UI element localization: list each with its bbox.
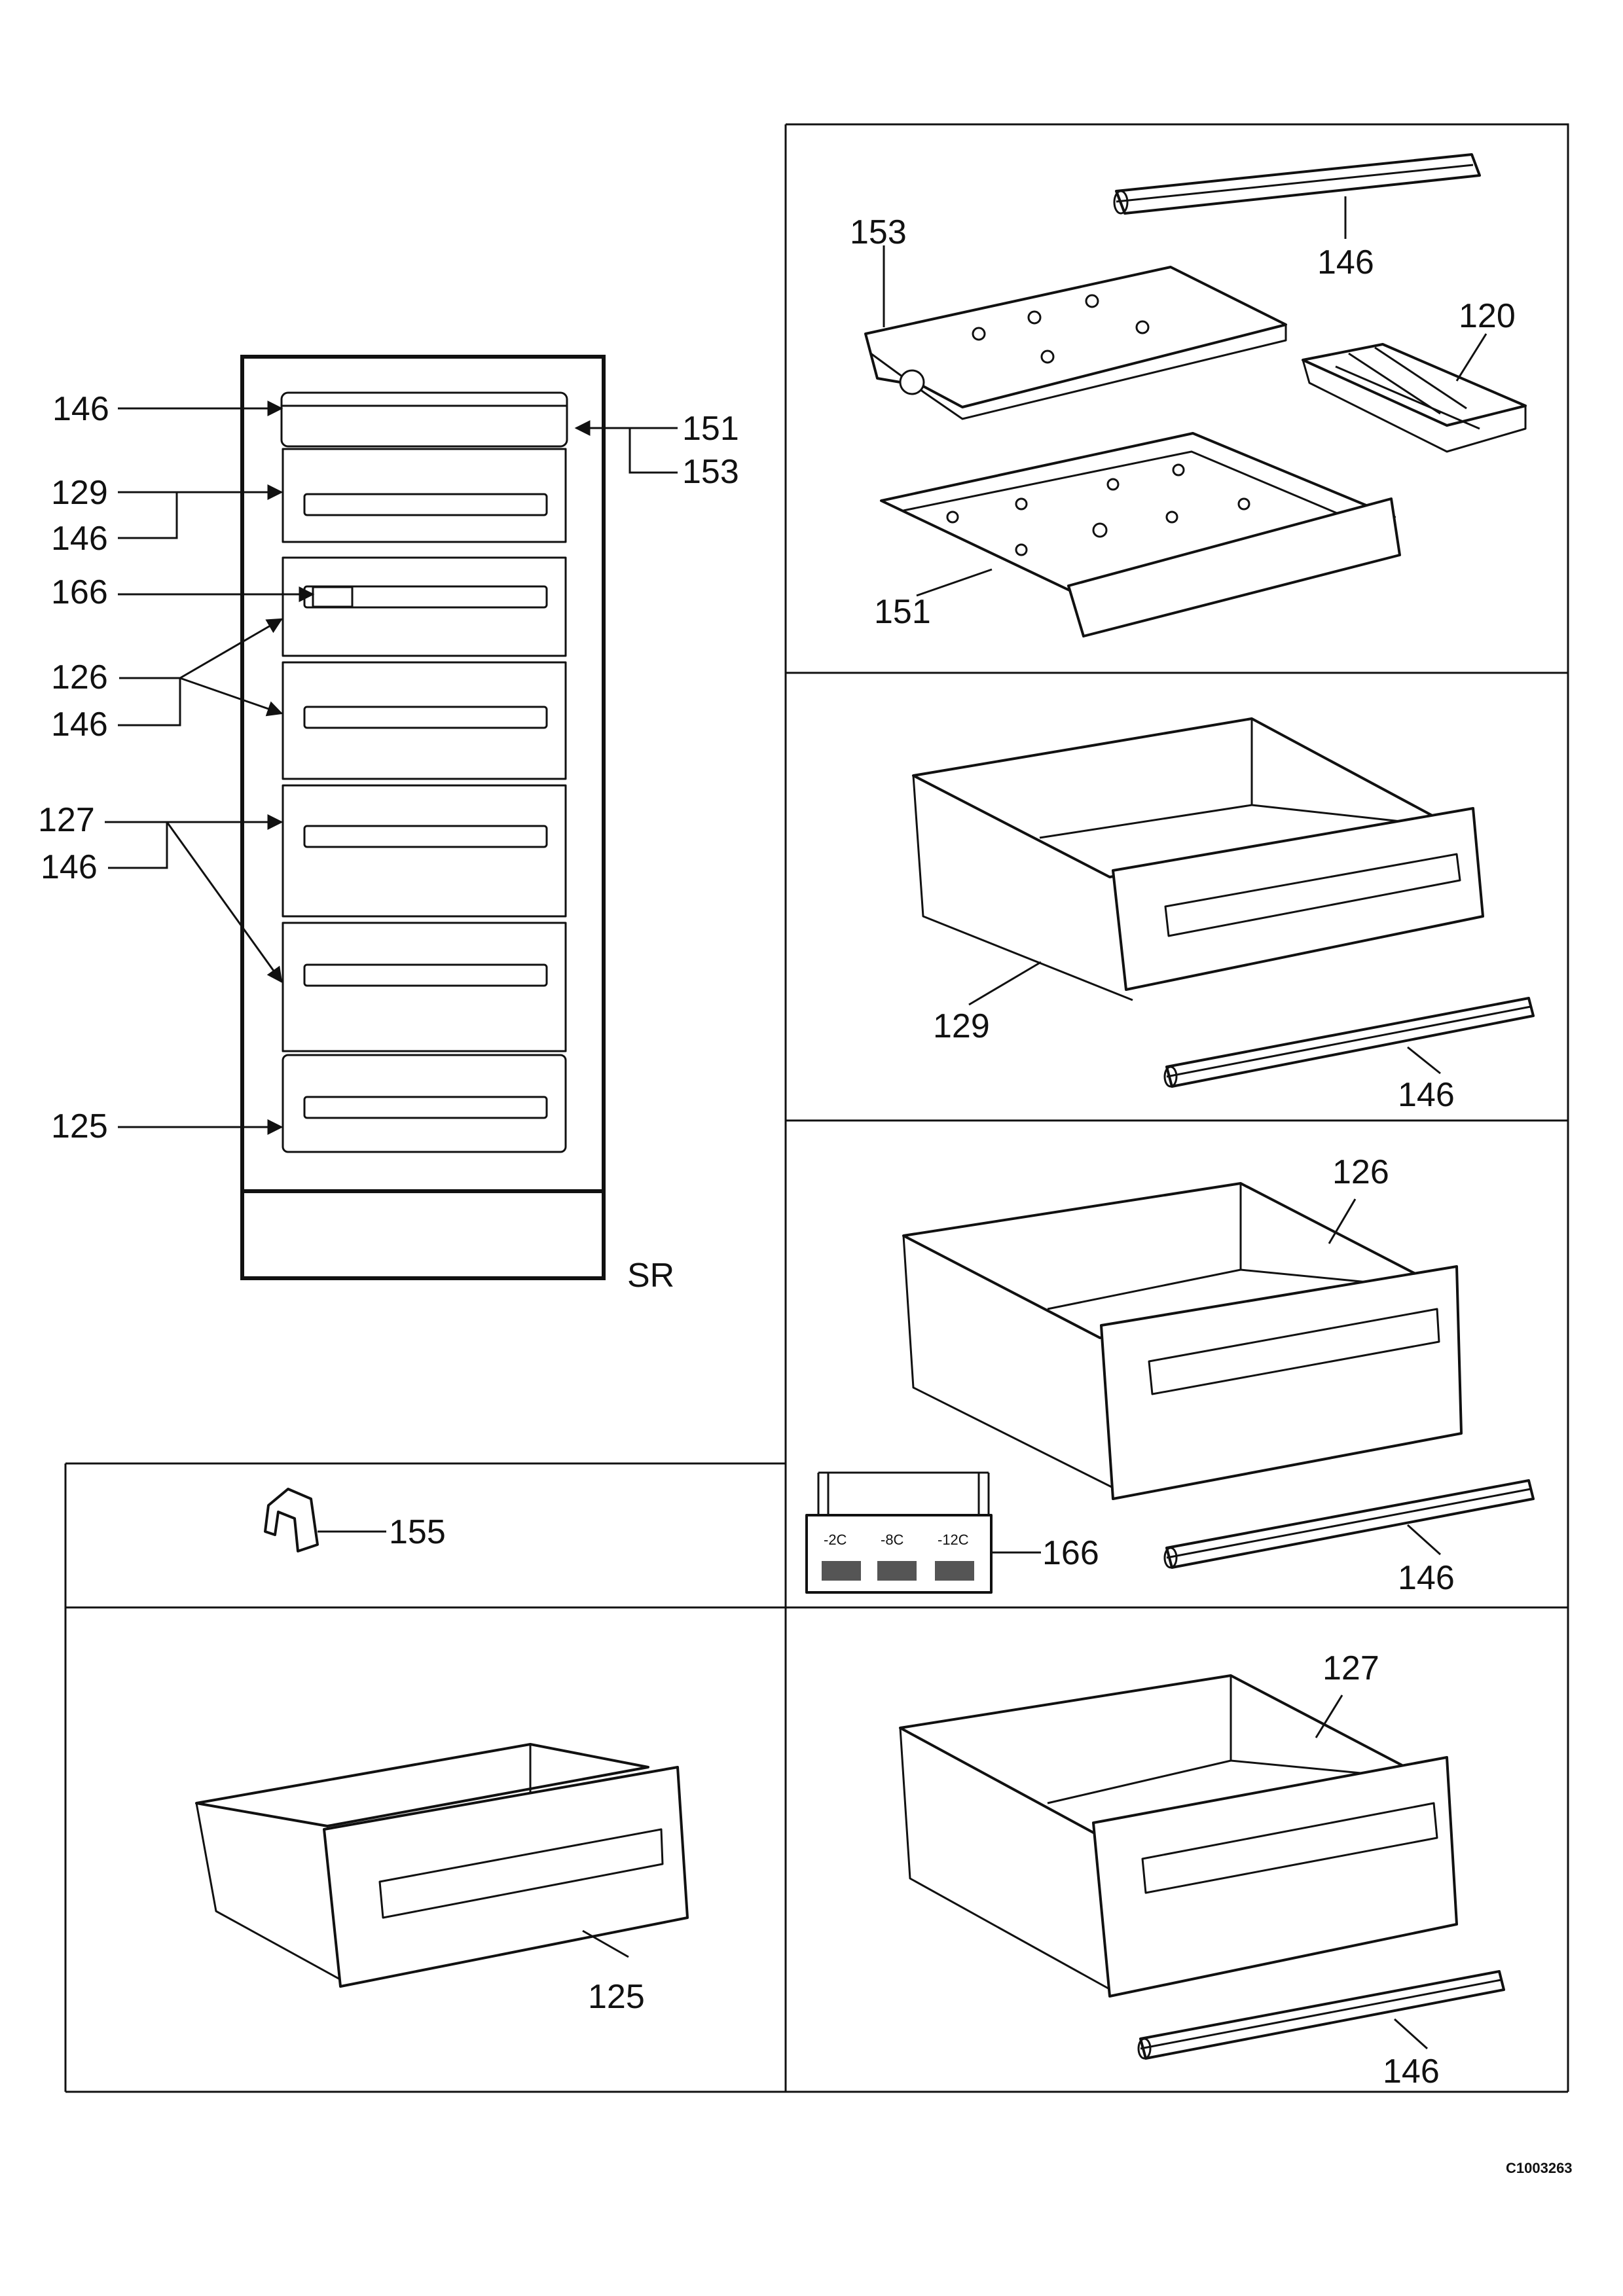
part-label-146: 146: [1383, 2053, 1440, 2090]
part-label-126: 126: [1332, 1153, 1389, 1191]
part-clip-155: 155: [264, 1488, 446, 1552]
callout-129: 129: [51, 474, 108, 512]
part-tray-151: 151: [874, 432, 1401, 637]
callout-146: 146: [51, 520, 108, 558]
part-label-127: 127: [1322, 1649, 1379, 1687]
overview-drawer: [282, 1054, 567, 1153]
callout-153: 153: [682, 453, 739, 491]
freezer-cabinet: [240, 355, 606, 1280]
callout-146: 146: [52, 390, 109, 428]
drawing-code: C1003263: [1506, 2160, 1573, 2176]
callout-127: 127: [38, 801, 95, 839]
part-rail-146-top: 146: [1113, 153, 1481, 281]
part-ice-tray-120: 120: [1302, 297, 1527, 453]
part-label-153: 153: [850, 213, 907, 251]
part-rail-146-129: 146: [1163, 997, 1535, 1114]
overview-drawer: [282, 448, 567, 543]
part-label-120: 120: [1459, 297, 1516, 335]
part-label-151: 151: [874, 593, 931, 631]
part-rail-146-127: 146: [1137, 1970, 1505, 2090]
overview-drawer: [282, 556, 567, 657]
callout-151: 151: [682, 410, 739, 448]
overview-callouts: 146 129 146 166 126 146 127 146 125 151 …: [38, 390, 739, 1295]
part-label-166: 166: [1042, 1534, 1099, 1572]
part-rail-146-126: 146: [1163, 1479, 1535, 1597]
part-label-146: 146: [1398, 1559, 1455, 1597]
part-label-155: 155: [389, 1513, 446, 1551]
part-label-146: 146: [1317, 243, 1374, 281]
part-drawer-126: 126: [902, 1153, 1463, 1500]
cabinet-label: SR: [627, 1257, 674, 1295]
part-label-125: 125: [588, 1978, 645, 2016]
panel-frames: [64, 123, 1569, 2093]
callout-126: 126: [51, 658, 108, 696]
part-label-129: 129: [933, 1007, 990, 1045]
part-indicator-166: -2C -8C -12C 166: [805, 1471, 1099, 1594]
overview-drawer: [282, 661, 567, 780]
callout-146: 146: [51, 706, 108, 744]
part-drawer-127: 127: [899, 1649, 1458, 1998]
overview-drawer: [282, 784, 567, 918]
indicator-temp-3: -12C: [938, 1532, 969, 1548]
part-drawer-129: 129: [912, 717, 1484, 1045]
part-label-146: 146: [1398, 1076, 1455, 1114]
indicator-temp-1: -2C: [824, 1532, 847, 1548]
part-tray-153: 153: [850, 213, 1287, 420]
callout-125: 125: [51, 1107, 108, 1145]
indicator-temp-2: -8C: [881, 1532, 904, 1548]
callout-146: 146: [41, 848, 98, 886]
callout-166: 166: [51, 573, 108, 611]
part-drawer-125: 125: [195, 1743, 689, 2016]
overview-drawer: [282, 922, 567, 1052]
